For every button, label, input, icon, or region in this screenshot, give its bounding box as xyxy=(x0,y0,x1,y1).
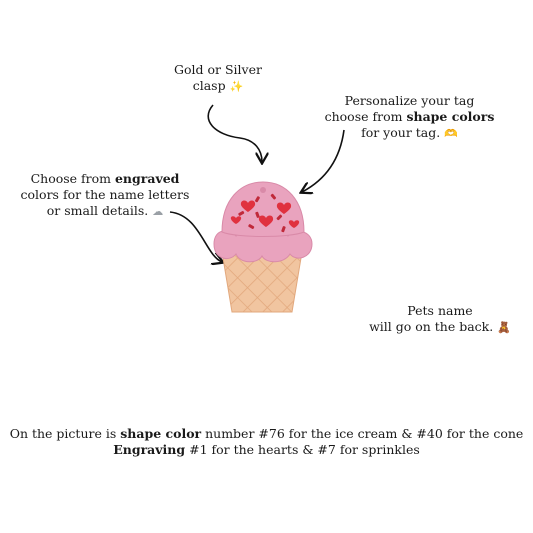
cloud-icon: ☁ xyxy=(152,205,164,218)
clasp-note-line2: clasp xyxy=(192,78,226,93)
clasp-note-line1: Gold or Silver xyxy=(174,62,262,77)
heart-hands-icon: 🫶 xyxy=(444,127,458,140)
teddy-bear-icon: 🧸 xyxy=(497,321,511,334)
caption: On the picture is shape color number #76… xyxy=(0,426,533,458)
sparkles-icon: ✨ xyxy=(229,80,244,93)
sprinkles xyxy=(238,193,286,233)
clasp-hole xyxy=(260,187,266,193)
engraved-note-line3: or small details. xyxy=(46,203,149,218)
engraved-arrow xyxy=(169,211,222,262)
shape-colors-note: Personalize your tag choose from shape c… xyxy=(322,93,497,142)
pets-note-line1: Pets name xyxy=(407,303,473,318)
engraved-note: Choose from engraved colors for the name… xyxy=(18,171,192,220)
clasp-note: Gold or Silver clasp ✨ xyxy=(168,62,268,95)
shape-note-bold: shape colors xyxy=(406,109,495,124)
clasp-arrow xyxy=(207,104,262,162)
cone xyxy=(221,251,303,313)
engraved-note-line2: colors for the name letters xyxy=(20,187,190,202)
caption-line1-bold: shape color xyxy=(120,426,202,441)
scoop-top xyxy=(221,181,305,237)
shape-note-line1: Personalize your tag xyxy=(344,93,475,108)
engraved-note-bold: engraved xyxy=(114,171,180,186)
caption-line1-pre: On the picture is xyxy=(9,426,121,441)
caption-line2-post: #1 for the hearts & #7 for sprinkles xyxy=(185,442,420,457)
shape-note-line2-pre: choose from xyxy=(324,109,407,124)
caption-line2-bold: Engraving xyxy=(113,442,186,457)
shape-arrow xyxy=(302,129,345,192)
caption-line1-post: number #76 for the ice cream & #40 for t… xyxy=(201,426,524,441)
engraved-note-line1-pre: Choose from xyxy=(30,171,115,186)
pets-name-note: Pets name will go on the back. 🧸 xyxy=(360,303,520,336)
shape-note-line3: for your tag. xyxy=(361,125,441,140)
hearts xyxy=(230,200,300,228)
pets-note-line2: will go on the back. xyxy=(369,319,494,334)
